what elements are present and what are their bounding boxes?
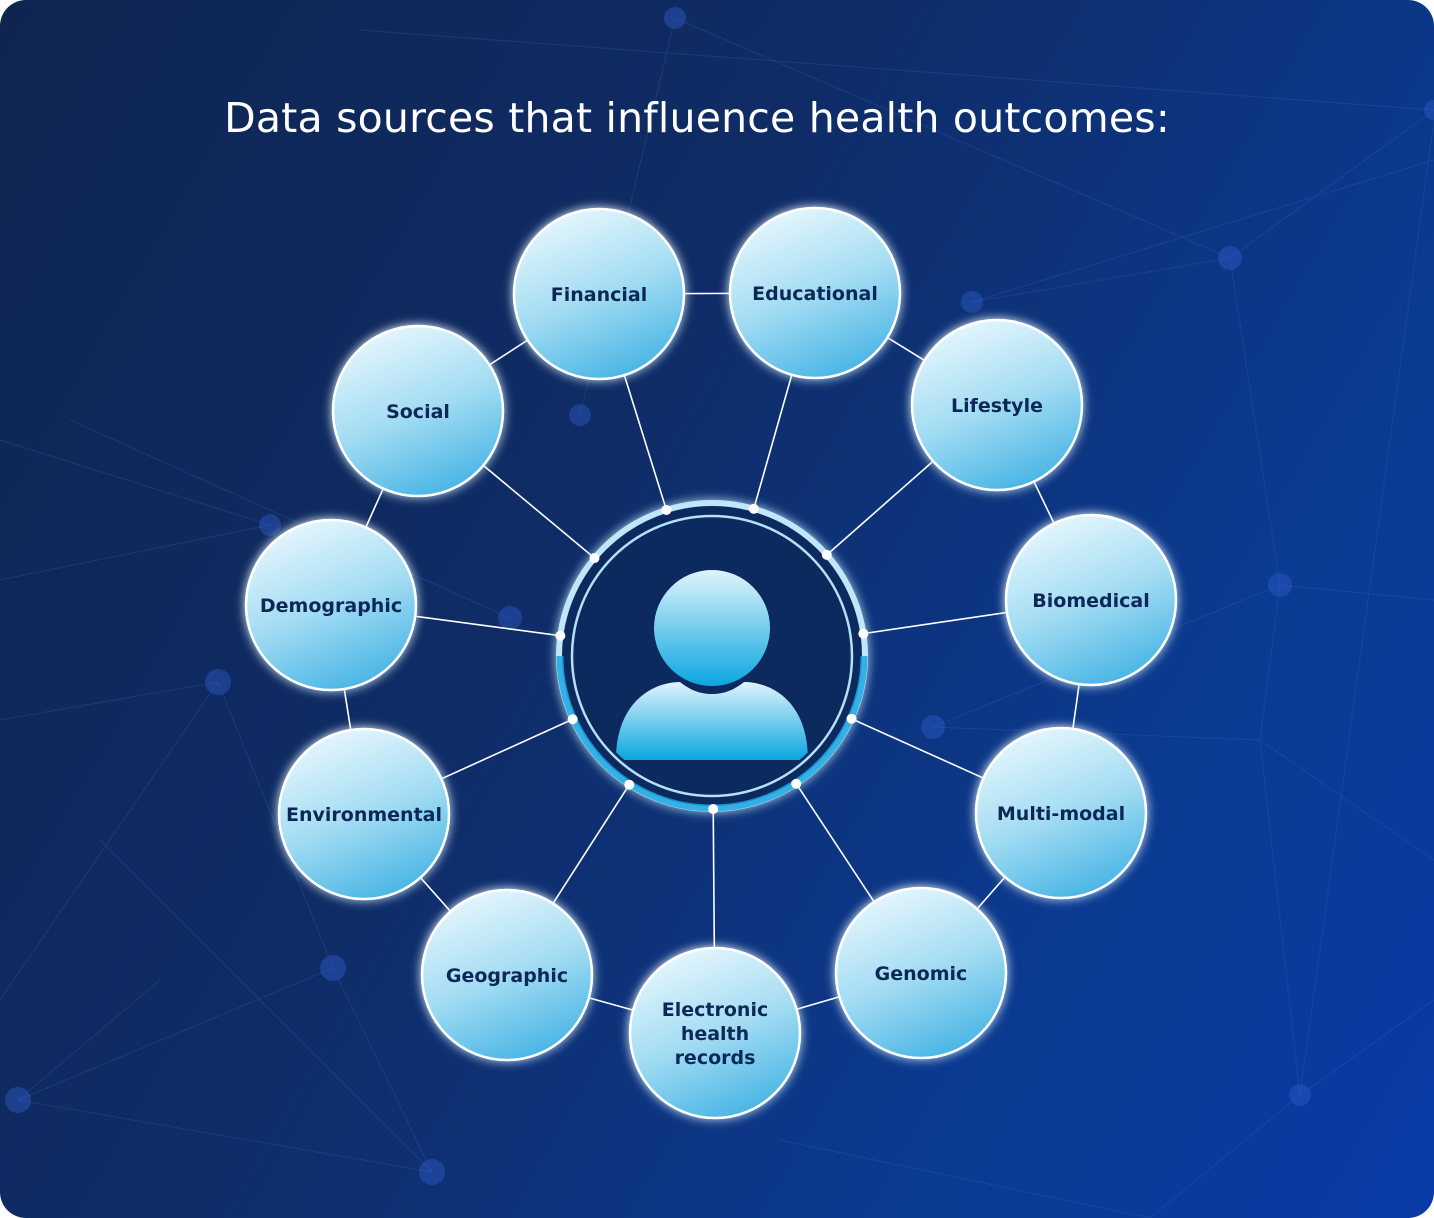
center-hub bbox=[556, 500, 868, 812]
node-circle bbox=[628, 946, 802, 1120]
connection-dot bbox=[846, 713, 857, 724]
node-label: Social bbox=[386, 401, 450, 423]
node-label: Geographic bbox=[446, 965, 568, 987]
node-circle bbox=[420, 888, 594, 1062]
connection-dot bbox=[567, 714, 578, 725]
node-label: Demographic bbox=[260, 595, 402, 617]
node-circle bbox=[910, 318, 1084, 492]
node-environmental: Environmental bbox=[277, 727, 451, 901]
connection-dot bbox=[555, 630, 566, 641]
connection-dot bbox=[624, 779, 635, 790]
node-label: Lifestyle bbox=[951, 395, 1043, 417]
node-label: Electronic bbox=[662, 999, 768, 1021]
node-label: records bbox=[675, 1047, 756, 1069]
connection-dot bbox=[661, 504, 672, 515]
connection-dot bbox=[791, 778, 802, 789]
node-demographic: Demographic bbox=[244, 518, 418, 692]
node-label: Educational bbox=[752, 283, 878, 305]
connection-dot bbox=[821, 549, 832, 560]
node-educational: Educational bbox=[728, 206, 902, 380]
connection-dot bbox=[748, 503, 759, 514]
node-geographic: Geographic bbox=[420, 888, 594, 1062]
source-nodes: Financial EducationalLifestyleBiomedicalM… bbox=[244, 206, 1178, 1120]
node-label: Financial bbox=[551, 284, 647, 306]
node-label: Genomic bbox=[875, 963, 968, 985]
node-label: Multi-modal bbox=[997, 803, 1125, 825]
node-circle bbox=[834, 886, 1008, 1060]
node-label: Environmental bbox=[286, 804, 442, 826]
node-circle bbox=[974, 726, 1148, 900]
node-financial: Financial bbox=[512, 207, 686, 381]
page-title: Data sources that influence health outco… bbox=[224, 94, 1170, 142]
node-circle bbox=[1004, 513, 1178, 687]
node-circle bbox=[728, 206, 902, 380]
node-multi-modal: Multi-modal bbox=[974, 726, 1148, 900]
node-circle bbox=[331, 324, 505, 498]
connection-dots bbox=[555, 503, 869, 814]
node-label: Biomedical bbox=[1032, 590, 1149, 612]
person-icon bbox=[616, 570, 808, 760]
node-social: Social bbox=[331, 324, 505, 498]
node-lifestyle: Lifestyle bbox=[910, 318, 1084, 492]
connection-dot bbox=[708, 803, 719, 814]
node-circle bbox=[512, 207, 686, 381]
node-biomedical: Biomedical bbox=[1004, 513, 1178, 687]
node-circle bbox=[244, 518, 418, 692]
connection-dot bbox=[858, 628, 869, 639]
connection-dot bbox=[589, 553, 600, 564]
node-label: health bbox=[681, 1023, 749, 1045]
node-circle bbox=[277, 727, 451, 901]
node-genomic: Genomic bbox=[834, 886, 1008, 1060]
